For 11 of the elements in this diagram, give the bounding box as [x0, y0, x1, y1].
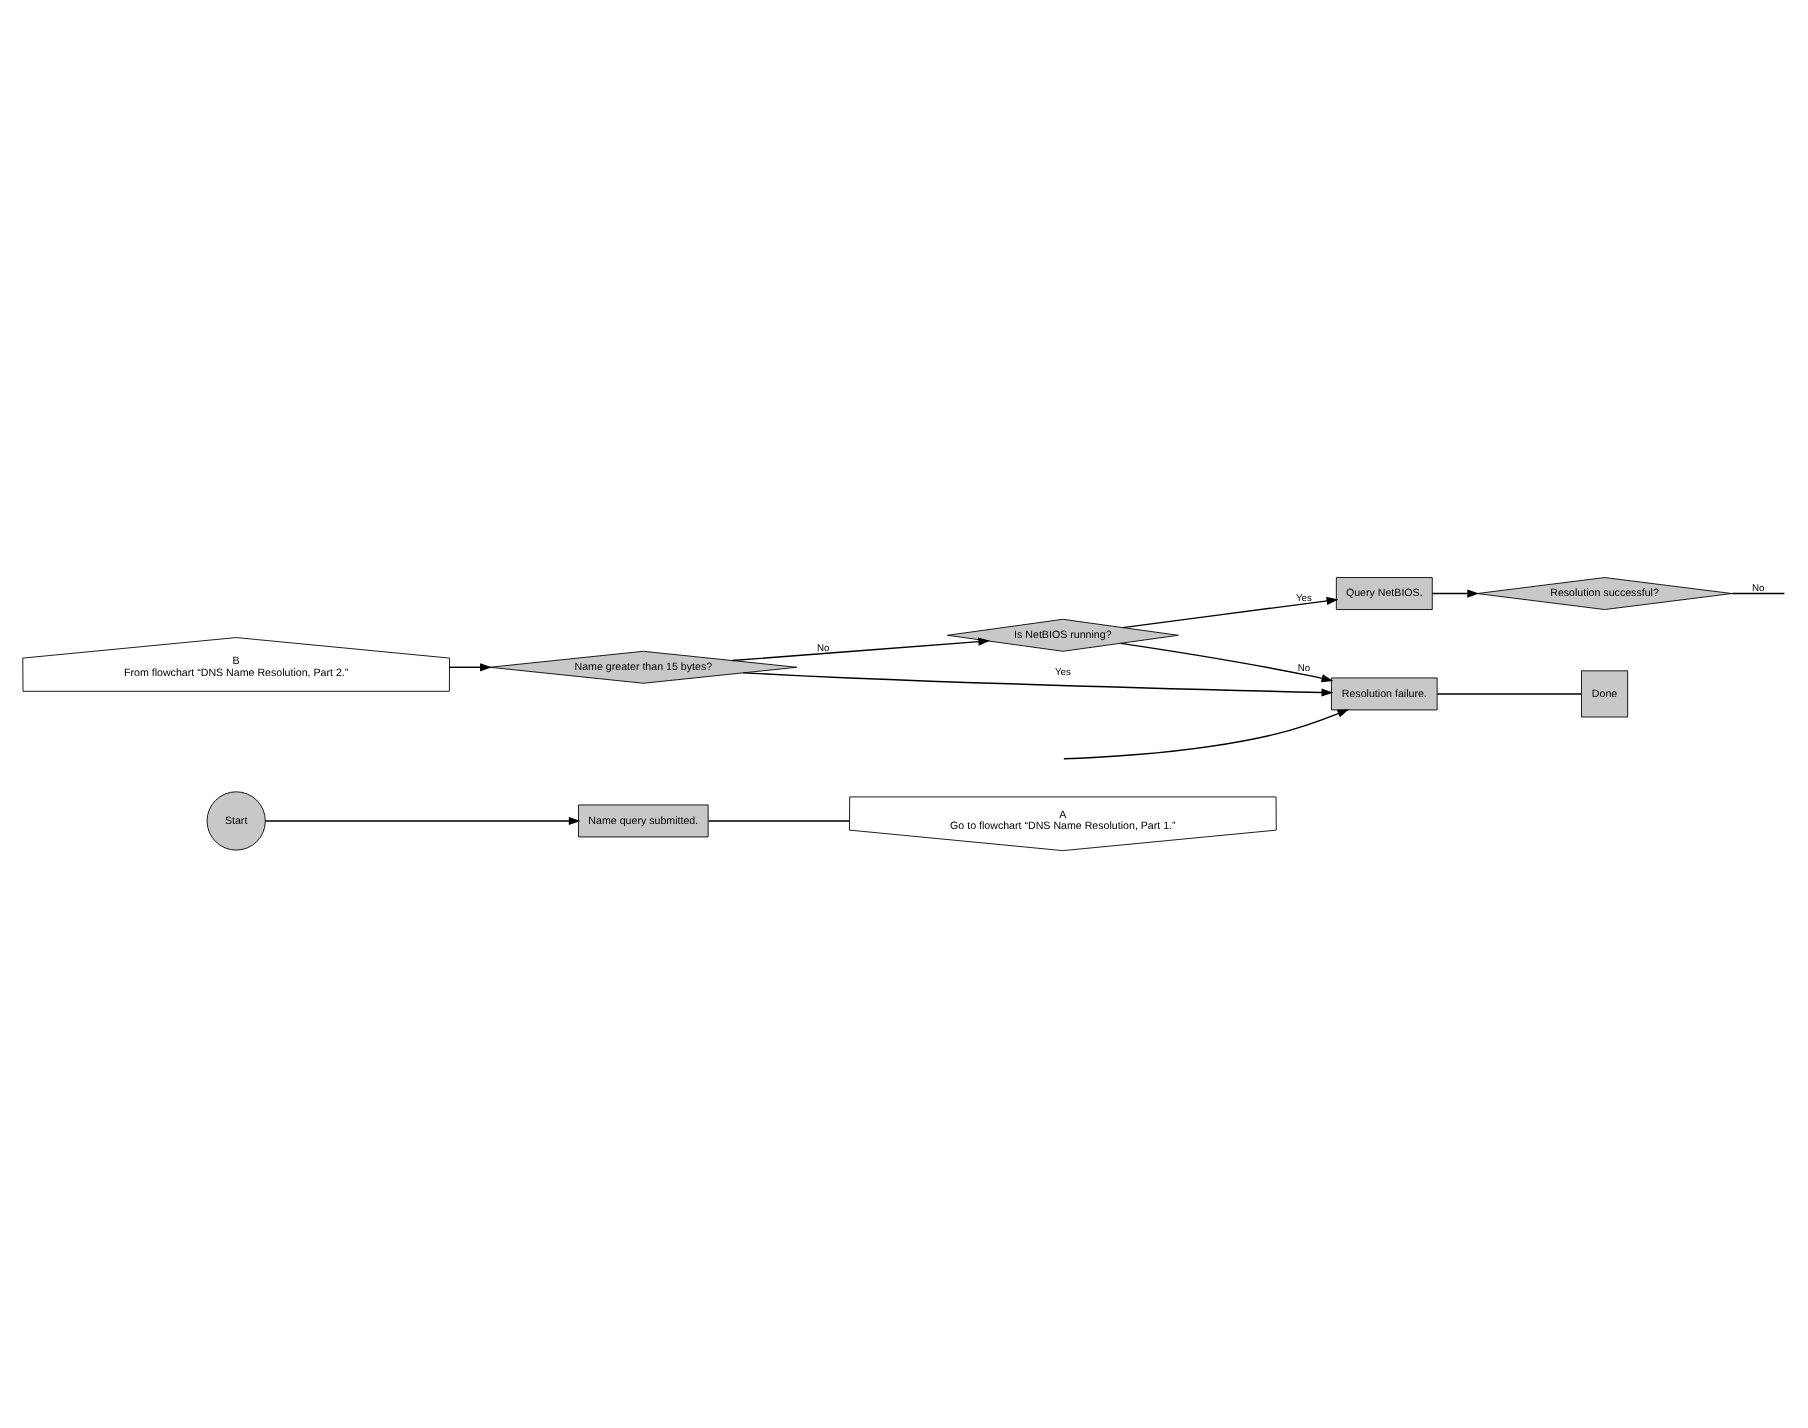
- arrow: [1431, 589, 1479, 598]
- connector: [1436, 693, 1582, 695]
- arrow: [742, 672, 1334, 697]
- connector: [1731, 592, 1786, 595]
- connector: [707, 820, 851, 822]
- arrow: [1063, 709, 1350, 760]
- arrow: [1119, 642, 1334, 683]
- arrow: [448, 663, 492, 672]
- arrow: [1122, 596, 1339, 629]
- arrow: [264, 816, 581, 826]
- arrow: [731, 637, 991, 662]
